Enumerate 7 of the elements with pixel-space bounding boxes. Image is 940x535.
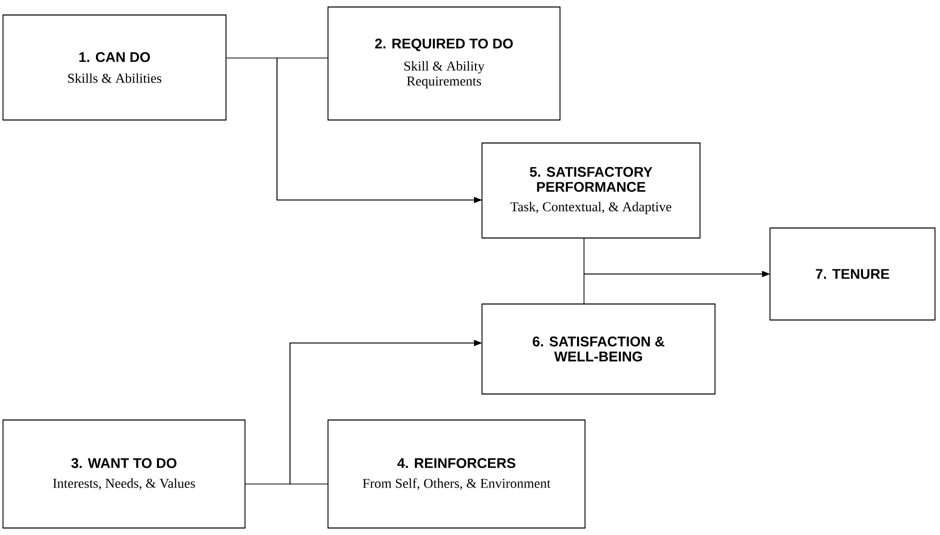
process-box: 1. CAN DO Skills & Abilities (2, 14, 226, 120)
process-box: 6. SATISFACTION & WELL-BEING (482, 304, 716, 394)
process-box: 2. REQUIRED TO DO Skill & Ability Requirements (328, 6, 560, 120)
process-box: 5. SATISFACTORY PERFORMANCE Task, Contextual, & Adaptive (482, 142, 700, 238)
process-box: 7. TENURE (770, 228, 936, 320)
process-box: 3. WANT TO DO Interests, Needs, & Values (2, 420, 246, 528)
process-box: 4. REINFORCERS From Self, Others, & Environment (328, 420, 586, 528)
